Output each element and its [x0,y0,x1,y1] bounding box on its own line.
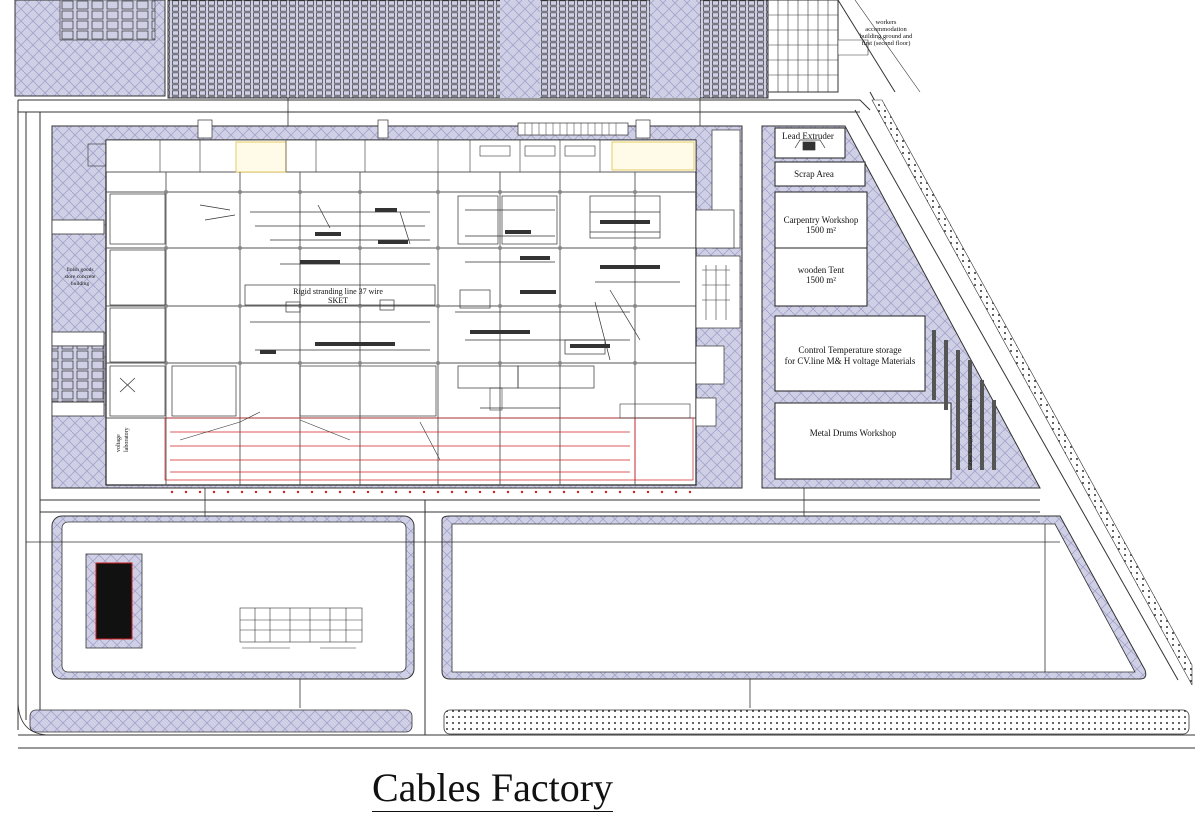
metal-drums-workshop [774,402,952,480]
east-workshops [774,127,952,480]
cables-storage-label: Cables Storage(Packed Product) [967,399,974,470]
main-factory-building: Rigid stranding line 37 wire SKET voltag… [87,139,697,494]
metal-drums-label: Metal Drums Workshop [810,428,897,438]
voltage-lab-label-1: voltage [116,434,122,452]
control-temperature-storage [774,315,926,392]
rigid-stranding-label-2: SKET [328,296,348,305]
scrap-area-label: Scrap Area [794,169,834,179]
voltage-lab-label-2: laboratory [124,427,130,452]
rigid-stranding-label-1: Rigid stranding line 37 wire [293,287,383,296]
admin-building-plan [239,607,363,649]
workers-accommodation-label-2: accommodation [865,26,907,33]
lead-extruder-label: Lead Extruder [782,131,834,141]
carpentry-workshop-label-1: Carpentry Workshop [784,215,859,225]
left-annex-top [51,219,105,235]
lead-extruder-building [774,127,846,159]
drawing-title: Cables Factory [372,765,614,812]
left-annex-mid [51,331,105,347]
carpentry-workshop-label-2: 1500 m² [806,225,836,235]
control-temperature-label-2: for CV.line M& H voltage Materials [785,356,916,366]
diagonal-dotted-strip [871,99,1193,686]
bottom-right-dotted [443,709,1190,735]
finish-goods-label-3: building [71,281,90,287]
wooden-tent [774,247,868,307]
wooden-tent-label-2: 1500 m² [806,275,836,285]
bottom-left-paving [29,709,413,733]
east-annex [695,129,741,427]
left-annex-bot [51,401,105,417]
top-paving-area: workers accommodation building ground an… [14,0,921,99]
lower-right-plot [441,515,1147,680]
cable-storage-racks [932,330,996,470]
finish-goods-label-2: store concrete [65,274,96,280]
workers-accommodation-label-1: workers [876,19,897,26]
wooden-tent-label-1: wooden Tent [798,265,845,275]
lower-left-plot [51,515,415,680]
scrap-area [774,161,866,187]
control-temperature-label-1: Control Temperature storage [798,345,901,355]
workers-accommodation-label-3: building ground and [860,33,913,40]
workers-accommodation-label-4: first (second floor) [862,40,911,47]
finish-goods-label-1: finish goods [66,266,93,273]
